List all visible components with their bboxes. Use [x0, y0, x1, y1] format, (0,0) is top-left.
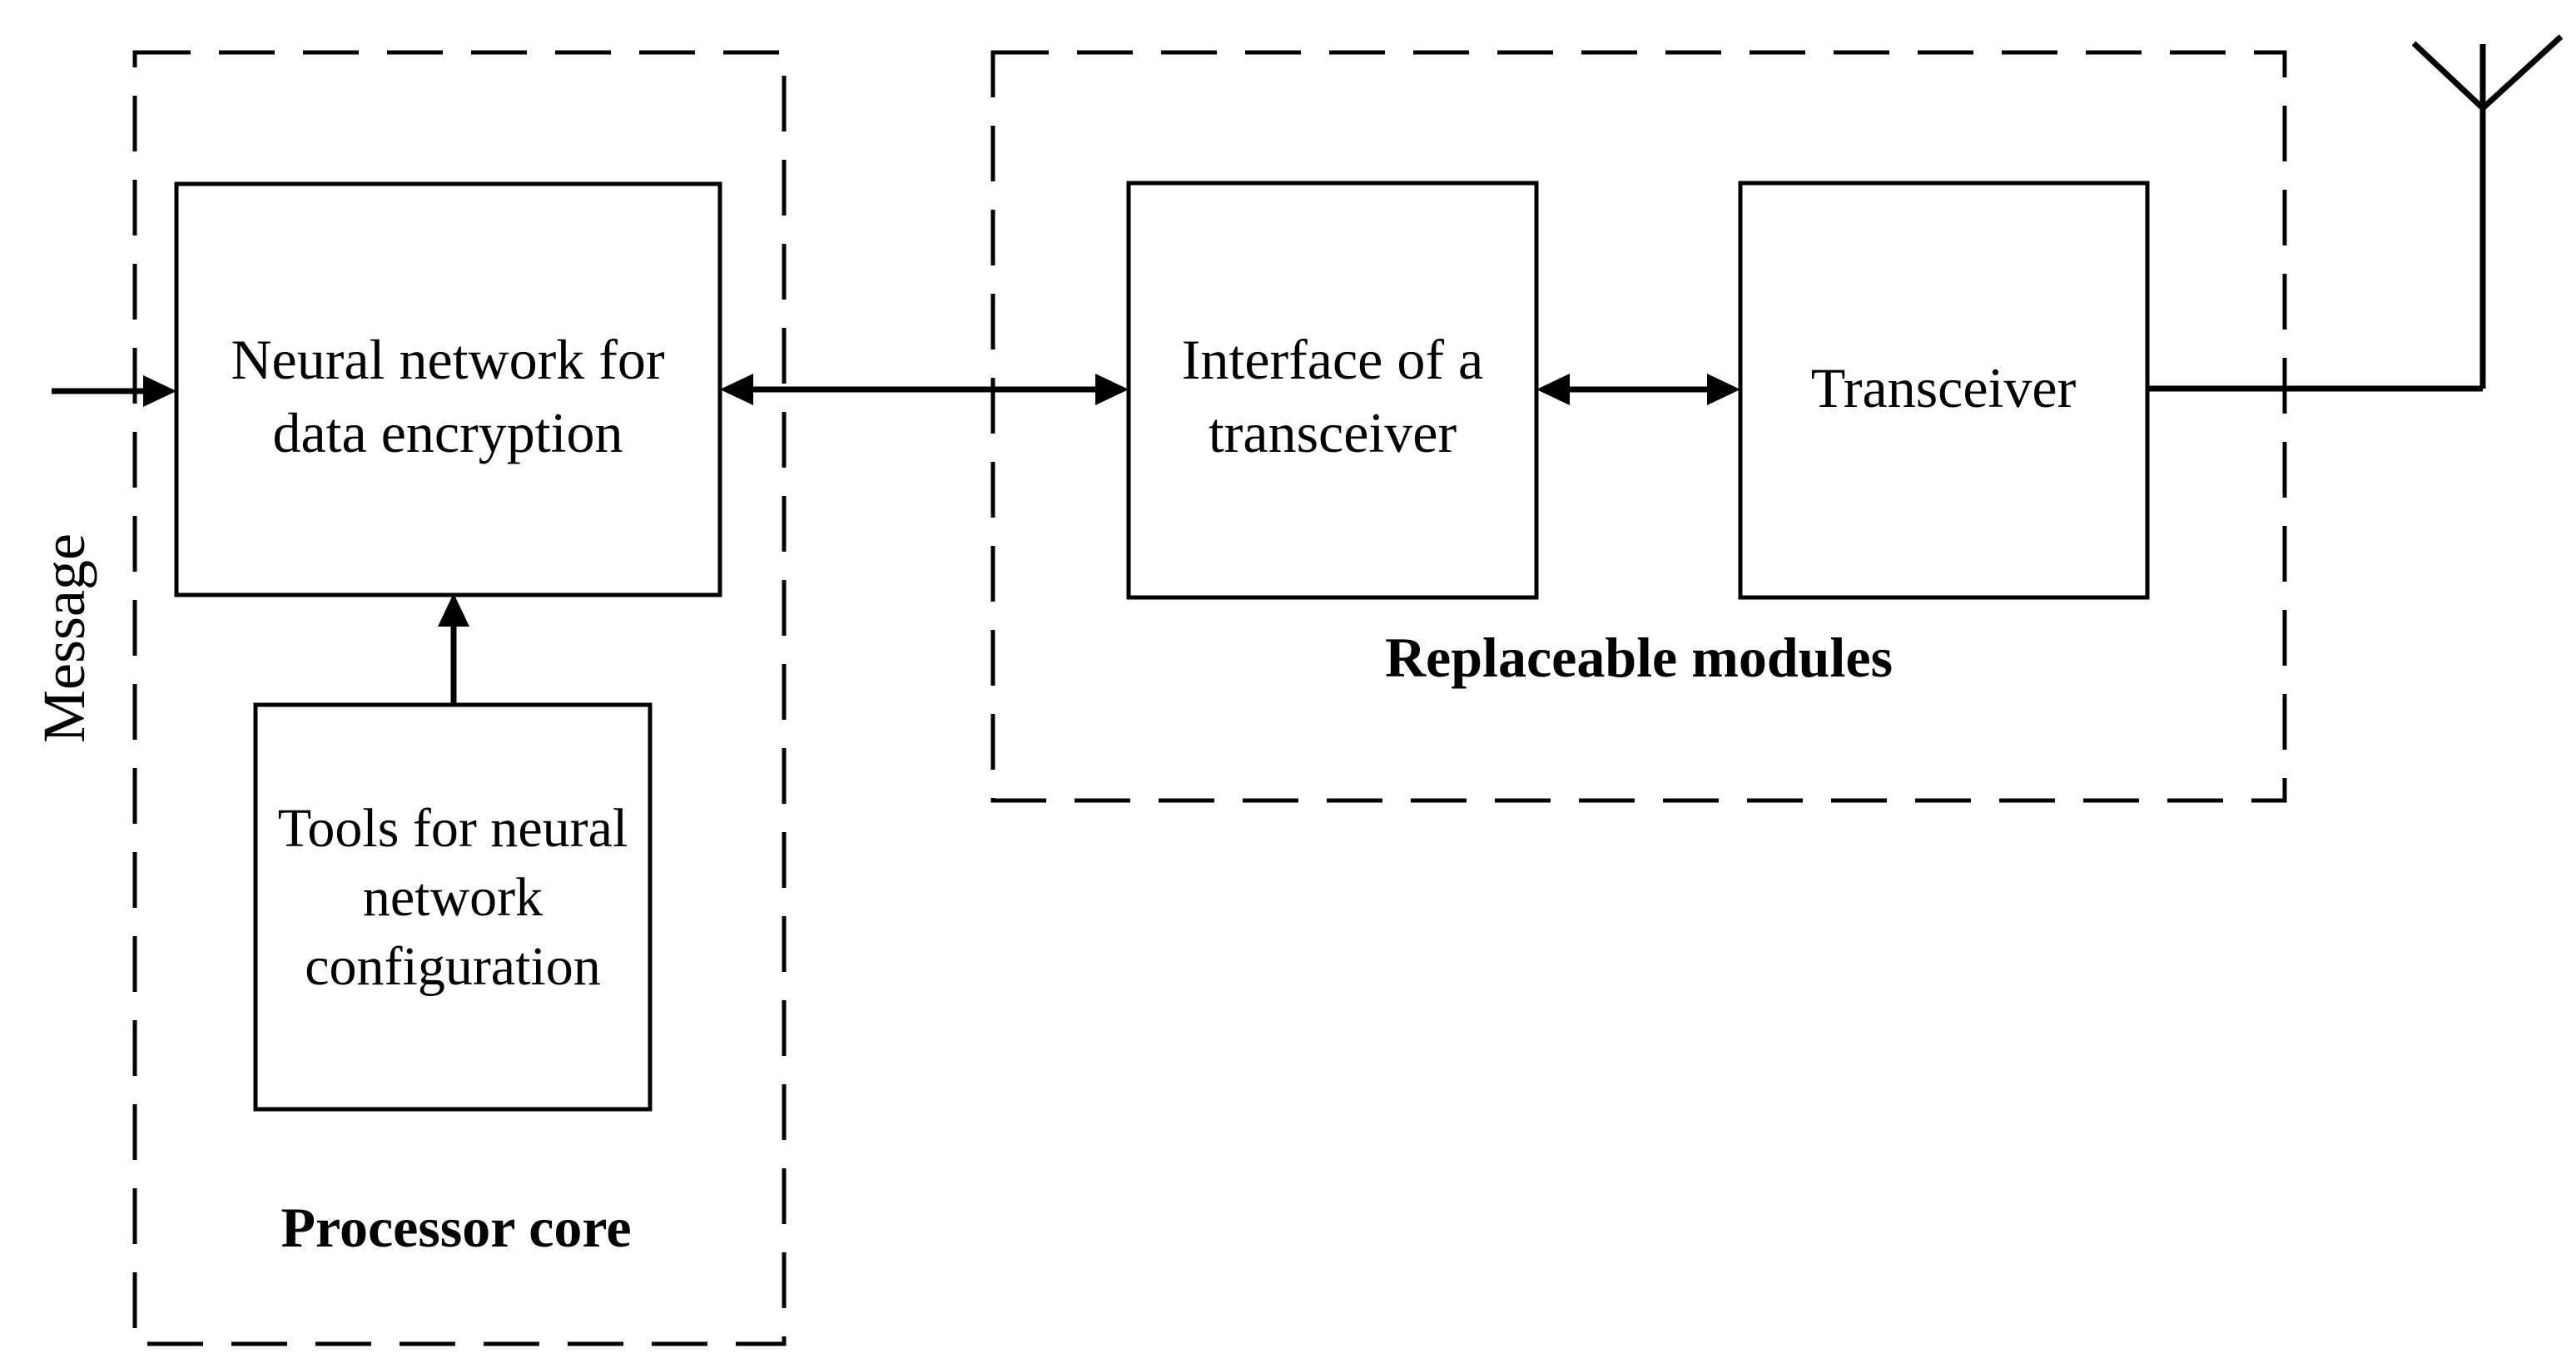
transceiver-interface-box [1126, 181, 1539, 600]
replaceable-modules-group-label: Replaceable modules [1385, 626, 1893, 689]
tools-label-line2: network [363, 867, 543, 928]
processor-core-group-label: Processor core [280, 1196, 631, 1259]
message-input-label: Message [31, 533, 97, 743]
neural-network-label-line2: data encryption [272, 401, 623, 464]
neural-network-box [174, 181, 722, 597]
tools-label-line3: configuration [305, 936, 601, 997]
transceiver-interface-label-line1: Interface of a [1182, 328, 1483, 391]
interface-transceiver-double-arrow [1536, 374, 1740, 405]
tools-neural-arrow [438, 593, 469, 705]
tools-label-line1: Tools for neural [278, 798, 628, 859]
neural-network-label-line1: Neural network for [231, 328, 664, 391]
message-input-arrow [52, 375, 176, 407]
antenna-icon [2411, 34, 2564, 389]
replaceable-modules-group-box [990, 50, 2287, 803]
tools-box [253, 702, 653, 1112]
transceiver-label: Transceiver [1811, 356, 2077, 419]
neural-interface-double-arrow [720, 374, 1129, 405]
processor-core-group-box [132, 50, 787, 1346]
transceiver-interface-label-line2: transceiver [1209, 401, 1457, 464]
